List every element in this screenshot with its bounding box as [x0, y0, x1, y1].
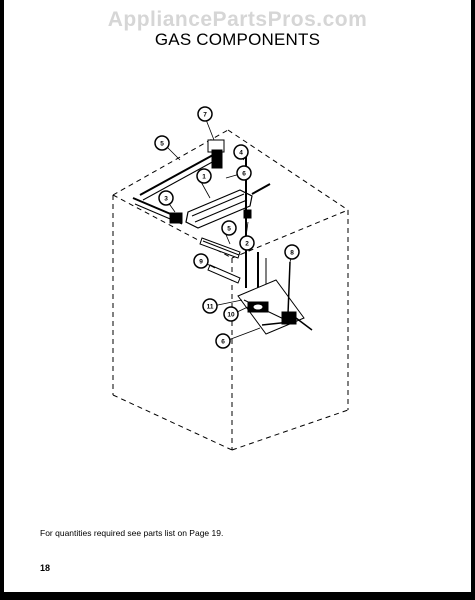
page-number: 18 [40, 563, 51, 573]
callout-markers: 7 5 4 6 1 3 5 2 9 8 11 10 6 [154, 106, 300, 349]
wire-harness [139, 154, 214, 196]
callout-label: 5 [160, 140, 164, 147]
callout-label: 11 [207, 303, 214, 310]
callout-label: 9 [199, 258, 203, 265]
callout-label: 1 [202, 173, 206, 180]
watermark-text: AppliancePartsPros.com [107, 8, 368, 31]
burner-tube-lower [207, 264, 241, 284]
gas-valve-detail [191, 193, 245, 217]
page-border-left [0, 0, 4, 600]
callout-label: 3 [164, 195, 168, 202]
callout-label: 7 [203, 111, 207, 118]
callout-circle [196, 168, 212, 184]
callout-label: 10 [227, 311, 235, 318]
burner-orifice [252, 303, 264, 311]
gas-valve-assembly [132, 139, 313, 335]
cabinet-edge [227, 129, 349, 211]
callout-label: 2 [245, 240, 249, 247]
callout-circle [239, 235, 255, 251]
cabinet-edge [231, 409, 349, 451]
callout-circle [223, 306, 239, 322]
callout-circle [233, 144, 249, 160]
callout-circle [284, 244, 300, 260]
burner-tube-detail [202, 240, 240, 256]
wire-harness [142, 159, 217, 201]
page-border-bottom [0, 592, 475, 600]
callout-label: 5 [227, 225, 231, 232]
flame-sensor [211, 149, 223, 169]
regulator-block [243, 209, 252, 219]
cabinet-edge [112, 394, 233, 451]
callout-circle [158, 190, 174, 206]
cabinet-edge [231, 209, 349, 259]
ignitor-wire [295, 317, 313, 331]
valve-coil [169, 212, 183, 224]
callout-circle [202, 298, 218, 314]
callout-label: 4 [239, 149, 243, 156]
callout-circle [193, 253, 209, 269]
page-border-right [471, 0, 475, 600]
callout-label: 8 [290, 249, 294, 256]
page-title: GAS COMPONENTS [154, 30, 321, 49]
callout-label: 6 [242, 170, 246, 177]
ignitor-wire [287, 261, 291, 315]
cabinet-outline [112, 129, 349, 451]
gas-valve-body [185, 189, 253, 229]
leader-line [212, 299, 243, 307]
gas-valve-detail [194, 199, 248, 223]
callout-circle [221, 220, 237, 236]
ignitor-wire [261, 321, 291, 326]
leader-line [165, 145, 181, 161]
callout-circle [215, 333, 231, 349]
callout-circle [154, 135, 170, 151]
callout-circle [236, 165, 252, 181]
callout-label: 6 [221, 338, 225, 345]
parts-list-footnote: For quantities required see parts list o… [40, 528, 224, 538]
callout-circle [197, 106, 213, 122]
gas-supply-pipe [251, 183, 271, 195]
